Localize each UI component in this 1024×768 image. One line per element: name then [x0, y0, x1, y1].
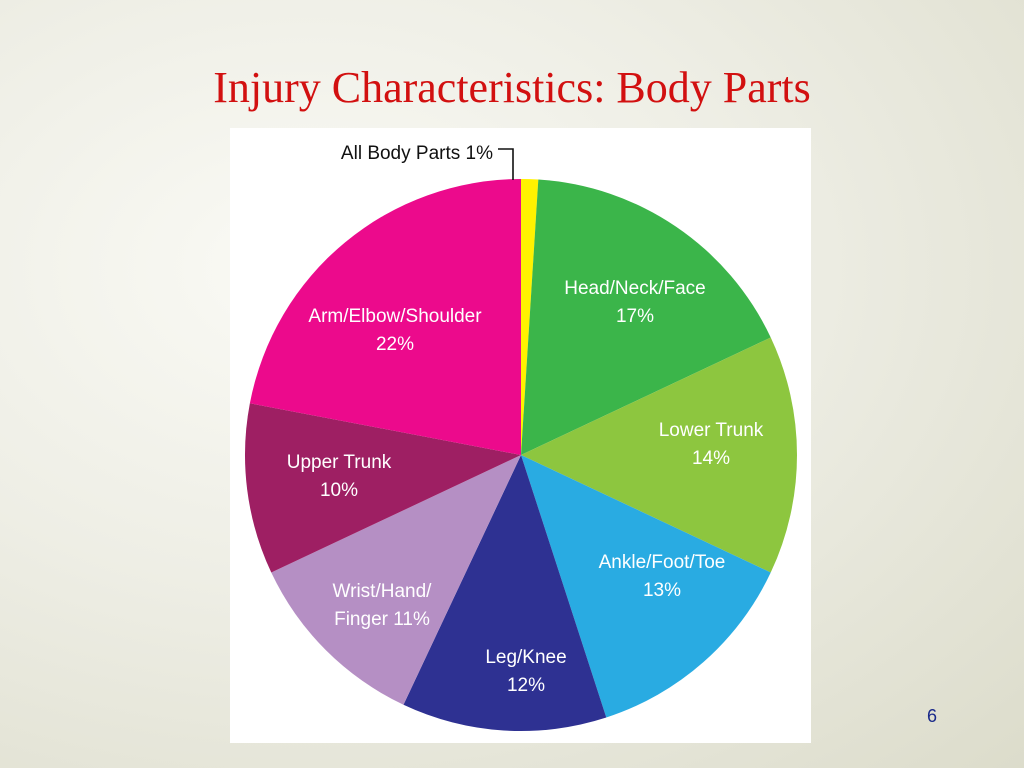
pie-slice-head-neck-face: [521, 179, 771, 455]
pie-slice-arm-elbow-shoulder: [249, 179, 521, 455]
pie-slice-wrist-hand-finger: [271, 455, 521, 705]
callout-line: [498, 148, 514, 180]
page-number: 6: [926, 706, 937, 726]
slide-title: Injury Characteristics: Body Parts: [213, 63, 811, 112]
pie-slice-all-body-parts: [521, 179, 539, 455]
slice-label-all-body-parts: All Body Parts 1%: [341, 143, 493, 164]
slice-label-wrist-hand-finger: Wrist/Hand/Finger 11%: [333, 581, 433, 630]
pie-slice-lower-trunk: [521, 337, 797, 573]
pie-slice-leg-knee: [403, 455, 607, 731]
pie-slice-upper-trunk: [245, 403, 522, 573]
pie-slice-ankle-foot-toe: [521, 455, 771, 718]
